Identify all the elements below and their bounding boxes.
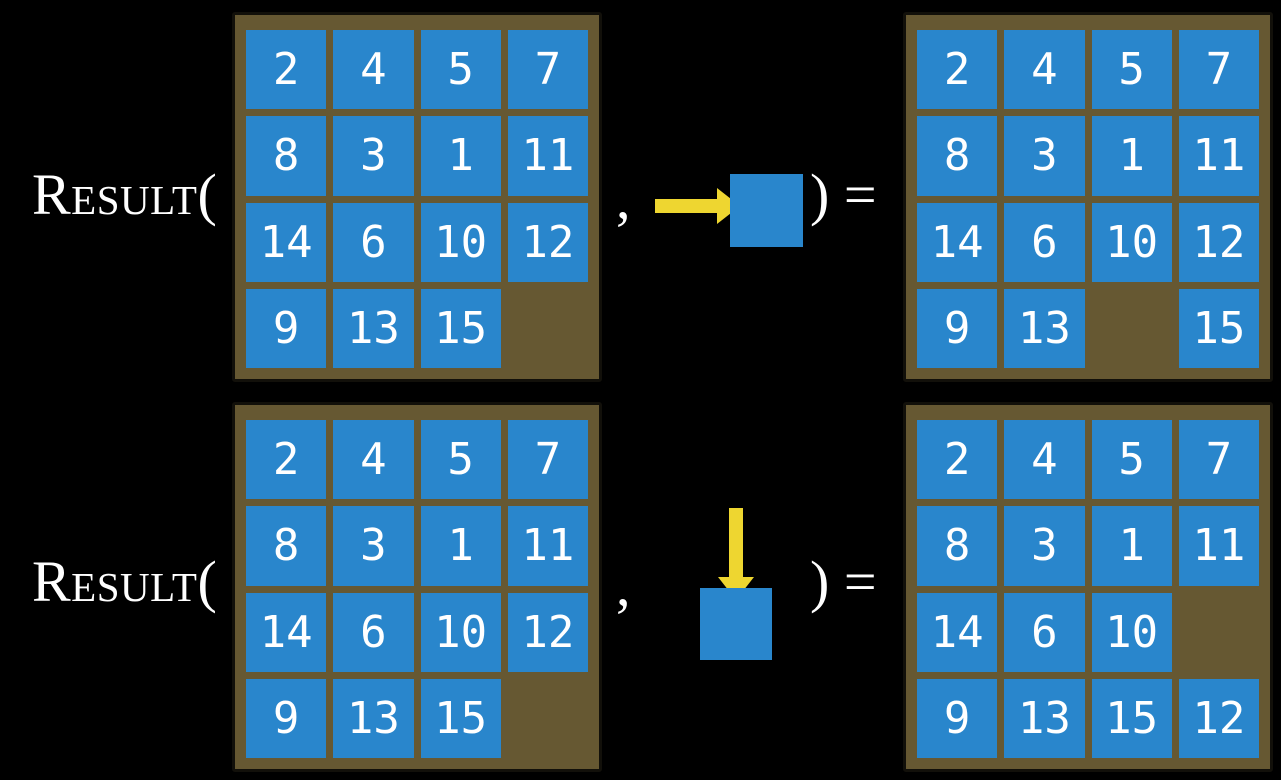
arrow-down-icon bbox=[718, 508, 754, 600]
tile-12: 12 bbox=[1178, 678, 1259, 758]
tile-2: 2 bbox=[246, 30, 327, 110]
empty-cell bbox=[1179, 593, 1259, 672]
empty-cell bbox=[1092, 289, 1172, 368]
close-paren-equals: ) = bbox=[810, 549, 877, 614]
empty-cell bbox=[508, 289, 588, 368]
tile-5: 5 bbox=[420, 420, 501, 500]
tile-6: 6 bbox=[333, 202, 414, 282]
tile-3: 3 bbox=[1004, 506, 1085, 586]
result-function-label: Result( bbox=[32, 549, 218, 614]
tile-10: 10 bbox=[1091, 592, 1172, 672]
action-tile bbox=[700, 588, 772, 660]
tile-14: 14 bbox=[917, 202, 998, 282]
tile-11: 11 bbox=[507, 116, 588, 196]
tile-14: 14 bbox=[917, 592, 998, 672]
tile-7: 7 bbox=[507, 30, 588, 110]
tile-7: 7 bbox=[1178, 30, 1259, 110]
tile-1: 1 bbox=[420, 506, 501, 586]
tile-12: 12 bbox=[1178, 202, 1259, 282]
tile-8: 8 bbox=[917, 506, 998, 586]
tile-9: 9 bbox=[917, 678, 998, 758]
tile-5: 5 bbox=[1091, 30, 1172, 110]
comma-separator: , bbox=[616, 553, 631, 618]
tile-3: 3 bbox=[333, 116, 414, 196]
tile-7: 7 bbox=[507, 420, 588, 500]
comma-separator: , bbox=[616, 166, 631, 231]
tile-1: 1 bbox=[1091, 506, 1172, 586]
tile-8: 8 bbox=[246, 506, 327, 586]
tile-15: 15 bbox=[420, 288, 501, 368]
tile-13: 13 bbox=[333, 678, 414, 758]
tile-4: 4 bbox=[1004, 420, 1085, 500]
tile-13: 13 bbox=[333, 288, 414, 368]
tile-12: 12 bbox=[507, 592, 588, 672]
tile-5: 5 bbox=[420, 30, 501, 110]
tile-11: 11 bbox=[1178, 506, 1259, 586]
tile-3: 3 bbox=[1004, 116, 1085, 196]
tile-9: 9 bbox=[246, 678, 327, 758]
tile-2: 2 bbox=[246, 420, 327, 500]
tile-11: 11 bbox=[507, 506, 588, 586]
tile-14: 14 bbox=[246, 592, 327, 672]
tile-13: 13 bbox=[1004, 288, 1085, 368]
tile-8: 8 bbox=[246, 116, 327, 196]
tile-14: 14 bbox=[246, 202, 327, 282]
result-function-label: Result( bbox=[32, 162, 218, 227]
tile-5: 5 bbox=[1091, 420, 1172, 500]
tile-11: 11 bbox=[1178, 116, 1259, 196]
tile-9: 9 bbox=[917, 288, 998, 368]
tile-9: 9 bbox=[246, 288, 327, 368]
tile-10: 10 bbox=[1091, 202, 1172, 282]
close-paren-equals: ) = bbox=[810, 162, 877, 227]
tile-15: 15 bbox=[1178, 288, 1259, 368]
tile-3: 3 bbox=[333, 506, 414, 586]
tile-4: 4 bbox=[333, 30, 414, 110]
tile-6: 6 bbox=[1004, 202, 1085, 282]
action-tile bbox=[730, 174, 803, 247]
tile-12: 12 bbox=[507, 202, 588, 282]
tile-15: 15 bbox=[420, 678, 501, 758]
tile-1: 1 bbox=[420, 116, 501, 196]
tile-10: 10 bbox=[420, 202, 501, 282]
tile-7: 7 bbox=[1178, 420, 1259, 500]
tile-6: 6 bbox=[1004, 592, 1085, 672]
tile-2: 2 bbox=[917, 420, 998, 500]
arrow-right-icon bbox=[655, 188, 740, 224]
tile-15: 15 bbox=[1091, 678, 1172, 758]
tile-1: 1 bbox=[1091, 116, 1172, 196]
tile-8: 8 bbox=[917, 116, 998, 196]
tile-2: 2 bbox=[917, 30, 998, 110]
tile-10: 10 bbox=[420, 592, 501, 672]
tile-4: 4 bbox=[333, 420, 414, 500]
tile-13: 13 bbox=[1004, 678, 1085, 758]
tile-4: 4 bbox=[1004, 30, 1085, 110]
empty-cell bbox=[508, 679, 588, 758]
tile-6: 6 bbox=[333, 592, 414, 672]
